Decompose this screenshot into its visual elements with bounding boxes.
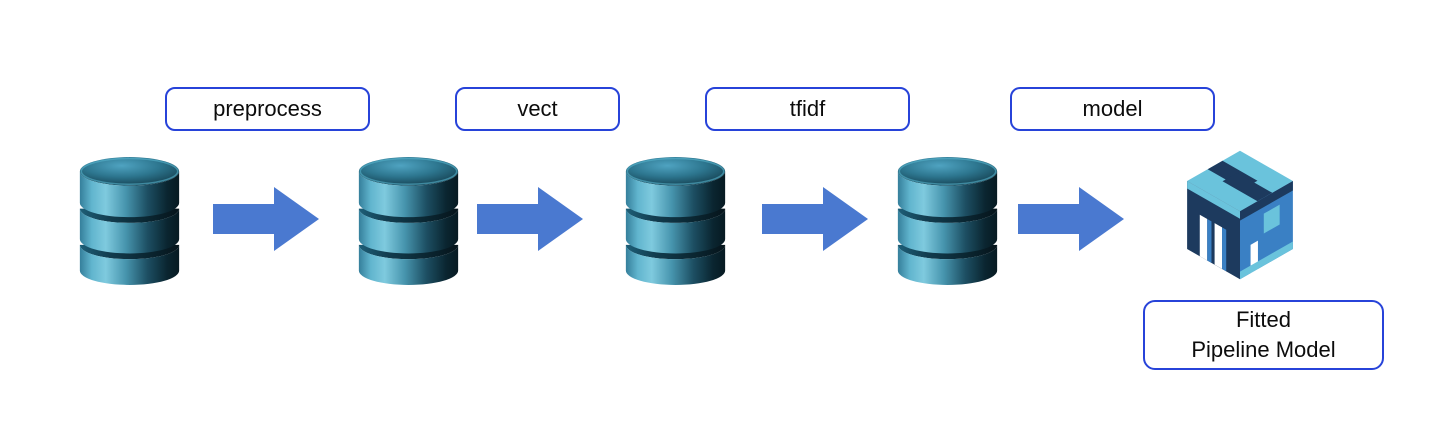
database-icon	[623, 155, 728, 287]
right-arrow-icon	[762, 187, 868, 251]
step-label-preprocess: preprocess	[165, 87, 370, 131]
fitted-pipeline-model-label: Fitted Pipeline Model	[1143, 300, 1384, 370]
database-icon	[895, 155, 1000, 287]
step-label-text: model	[1082, 96, 1143, 121]
step-label-tfidf: tfidf	[705, 87, 910, 131]
right-arrow-icon	[477, 187, 583, 251]
step-label-text: preprocess	[213, 96, 322, 121]
fitted-label-line2: Pipeline Model	[1191, 337, 1336, 362]
right-arrow-icon	[1018, 187, 1124, 251]
model-cube-icon	[1183, 147, 1297, 283]
step-label-vect: vect	[455, 87, 620, 131]
fitted-label-line1: Fitted	[1235, 307, 1292, 332]
step-label-text: vect	[517, 96, 558, 121]
step-label-text: tfidf	[789, 96, 826, 121]
step-label-model: model	[1010, 87, 1215, 131]
database-icon	[77, 155, 182, 287]
database-icon	[356, 155, 461, 287]
right-arrow-icon	[213, 187, 319, 251]
